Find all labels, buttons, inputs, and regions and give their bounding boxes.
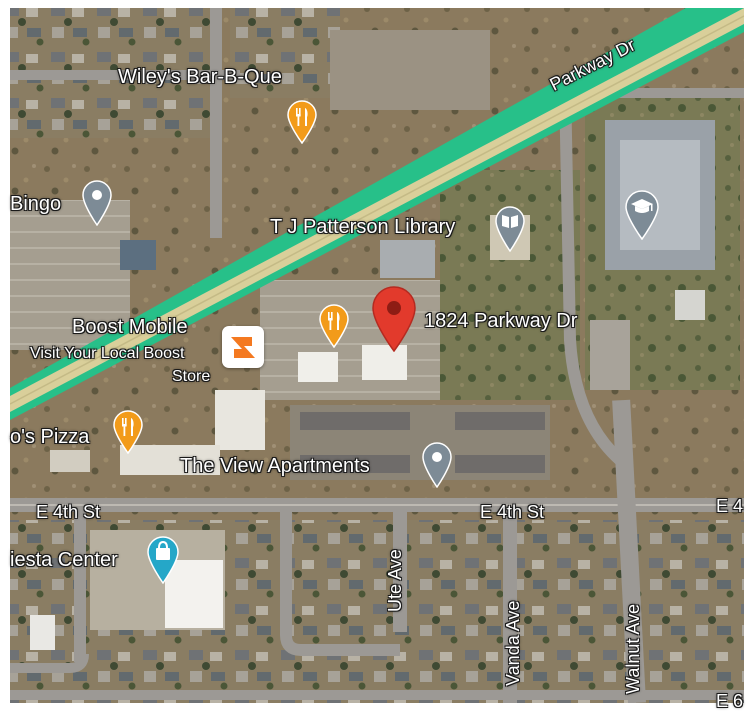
- poi-label-fiesta-center[interactable]: iesta Center: [10, 549, 118, 571]
- road-label-vanda-ave: Vanda Ave: [503, 600, 523, 686]
- place-pin-apartments[interactable]: [421, 442, 453, 488]
- restaurant-pin-center[interactable]: [318, 304, 350, 348]
- poi-label-bingo[interactable]: Bingo: [10, 193, 62, 215]
- fork-knife-icon: [328, 312, 340, 330]
- book-icon: [502, 215, 518, 228]
- road-label-e4th-center: E 4th St: [480, 502, 545, 522]
- shopping-pin-fiesta[interactable]: [146, 536, 180, 584]
- place-pin-bingo[interactable]: [81, 180, 113, 226]
- poi-tagline-boost-1: Visit Your Local Boost: [30, 345, 185, 362]
- poi-label-boost-mobile[interactable]: Boost Mobile: [72, 316, 188, 338]
- poi-label-tj-patterson-library[interactable]: T J Patterson Library: [270, 216, 456, 238]
- boost-mobile-marker[interactable]: [222, 326, 264, 368]
- place-dot-icon: [432, 452, 442, 462]
- red-pin-icon: [387, 301, 401, 315]
- address-label[interactable]: 1824 Parkway Dr: [424, 310, 578, 332]
- poi-label-wileys[interactable]: Wiley's Bar-B-Que: [118, 66, 282, 88]
- graduation-cap-icon: [631, 199, 653, 213]
- fork-knife-icon: [122, 418, 134, 436]
- fork-knife-icon: [296, 108, 308, 126]
- restaurant-pin-wileys[interactable]: [286, 100, 318, 144]
- poi-label-pizza[interactable]: o's Pizza: [10, 426, 90, 448]
- road-label-e4th-east: E 4: [716, 496, 744, 516]
- boost-logo-icon: [231, 337, 255, 358]
- selected-location-pin[interactable]: [370, 286, 418, 352]
- road-label-ute-ave: Ute Ave: [385, 549, 405, 612]
- road-label-e4th-west: E 4th St: [36, 502, 101, 522]
- restaurant-pin-pizza[interactable]: [112, 410, 144, 454]
- road-label-walnut-ave: Walnut Ave: [623, 603, 643, 694]
- road-label-e6th-east: E 6: [716, 691, 744, 711]
- poi-label-view-apartments[interactable]: The View Apartments: [180, 455, 370, 477]
- library-pin[interactable]: [494, 206, 526, 252]
- shopping-bag-icon: [156, 540, 170, 560]
- school-pin[interactable]: [624, 190, 660, 240]
- poi-tagline-boost-2: Store: [172, 368, 211, 385]
- place-dot-icon: [92, 190, 102, 200]
